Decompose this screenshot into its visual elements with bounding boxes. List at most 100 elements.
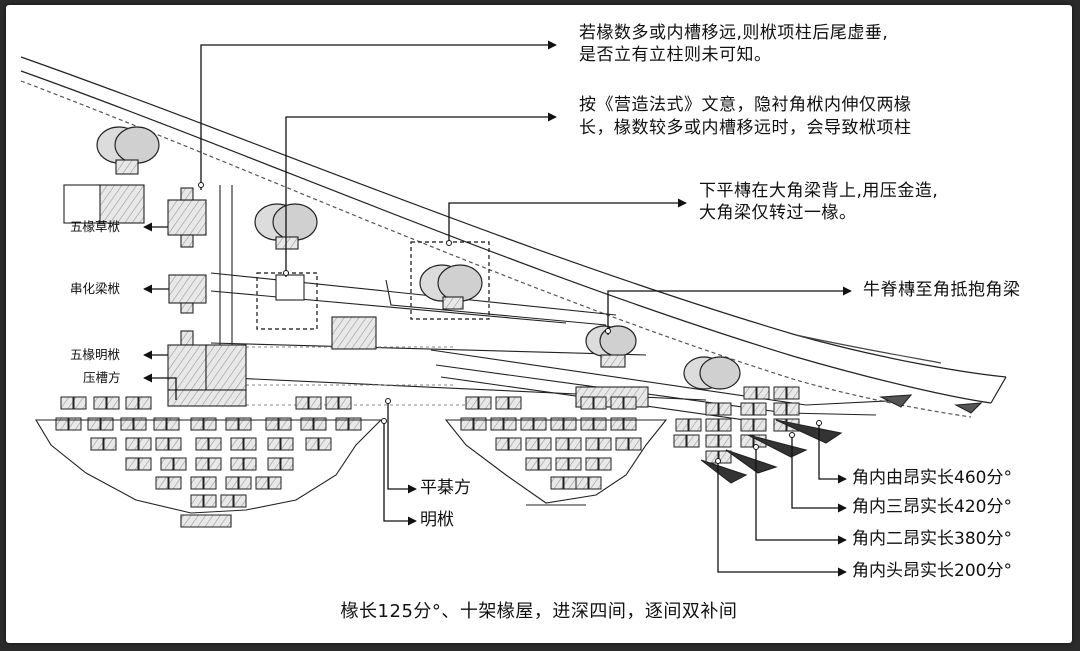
note-tail-line1: 若椽数多或内槽移远,则栿项柱后尾虚垂,: [579, 23, 889, 43]
bracket-block: [68, 417, 82, 431]
bracket-block: [138, 396, 152, 410]
bracket-block: [525, 437, 539, 451]
bracket-block: [585, 437, 599, 451]
bracket-block: [278, 417, 292, 431]
bracket-block: [610, 417, 624, 431]
bracket-block: [280, 457, 294, 471]
bracket-block: [563, 476, 577, 490]
bracket-block: [155, 437, 169, 451]
bracket-block: [305, 437, 319, 451]
bracket-block: [525, 457, 539, 471]
label-wuchuan-cao: 五椽草栿: [70, 219, 121, 234]
bracket-block: [718, 402, 732, 416]
bracket-block: [73, 396, 87, 410]
bracket-block: [87, 417, 101, 431]
bracket-block: [125, 437, 139, 451]
bracket-block: [756, 386, 770, 400]
leader-tou: [717, 463, 847, 577]
bracket-block: [580, 396, 594, 410]
leader-tail: [200, 40, 557, 190]
bracket-block: [550, 476, 564, 490]
note-fashi-line1: 按《营造法式》文意，隐衬角栿内伸仅两椽: [579, 95, 912, 115]
bracket-block: [325, 396, 339, 410]
label-ang-you: 角内由昂实长460分°: [852, 468, 1012, 488]
bracket-block: [473, 417, 487, 431]
bracket-block: [580, 417, 594, 431]
bracket-block: [125, 457, 139, 471]
bracket-block: [318, 437, 332, 451]
bracket-block: [238, 476, 252, 490]
bracket-block: [300, 417, 314, 431]
bracket-block: [125, 396, 139, 410]
note-fashi-line2: 长，椽数较多或内槽移远时，会导致栿项柱: [579, 118, 912, 138]
bracket-block: [153, 417, 167, 431]
bracket-block: [220, 494, 234, 508]
bracket-block: [195, 437, 209, 451]
bracket-block: [743, 386, 757, 400]
leader-san: [791, 437, 847, 513]
bracket-block: [60, 396, 74, 410]
bracket-block: [623, 396, 637, 410]
bracket-block: [786, 386, 800, 400]
diagram-caption: 椽长125分°、十架椽屋，进深四间，逐间双补间: [340, 601, 738, 622]
bracket-outlines: [35, 394, 983, 528]
bracket-block: [295, 396, 309, 410]
note-lower-line1: 下平槫在大角梁背上,用压金造,: [699, 181, 939, 201]
note-tail-line2: 是否立有立柱则未可知。: [579, 45, 772, 65]
leader-yacao: [143, 373, 177, 400]
bracket-block: [106, 396, 120, 410]
bracket-block: [753, 418, 767, 432]
bracket-block: [55, 417, 69, 431]
bracket-block: [173, 457, 187, 471]
bracket-block: [718, 418, 732, 432]
bracket-block: [773, 402, 787, 416]
bracket-block: [233, 494, 247, 508]
note-ridge: 牛脊槫至角抵抱角梁: [863, 280, 1021, 300]
leader-ridge: [607, 286, 852, 335]
bracket-block: [753, 402, 767, 416]
note-lower-line2: 大角梁仅转过一椽。: [699, 203, 857, 223]
bracket-block: [503, 417, 517, 431]
bracket-block: [465, 396, 479, 410]
bracket-block: [705, 434, 719, 448]
bracket-block: [538, 437, 552, 451]
bracket-block: [740, 434, 754, 448]
bracket-block: [615, 437, 629, 451]
label-wuchuan-ming: 五椽明栿: [70, 347, 121, 362]
bracket-block: [203, 476, 217, 490]
label-yacao: 压槽方: [83, 370, 121, 385]
diagram-frame: 若椽数多或内槽移远,则栿项柱后尾虚垂, 是否立有立柱则未可知。 按《营造法式》文…: [6, 5, 1072, 643]
bracket-block: [610, 396, 624, 410]
leader-lines: [143, 40, 852, 577]
bracket-block: [495, 396, 509, 410]
bracket-block: [490, 417, 504, 431]
bracket-block: [168, 476, 182, 490]
bracket-block: [195, 457, 209, 471]
label-ang-er: 角内二昂实长380分°: [852, 529, 1012, 549]
bracket-block: [160, 457, 174, 471]
bracket-sets: [55, 386, 800, 508]
bracket-block: [230, 437, 244, 451]
bracket-block: [267, 457, 281, 471]
bracket-block: [786, 402, 800, 416]
bracket-block: [338, 396, 352, 410]
bracket-block: [598, 437, 612, 451]
bracket-block: [267, 437, 281, 451]
leader-you: [818, 425, 847, 484]
bracket-block: [555, 457, 569, 471]
bracket-block: [313, 417, 327, 431]
label-pingqi: 平棊方: [420, 478, 471, 498]
bracket-block: [208, 457, 222, 471]
bracket-block: [133, 417, 147, 431]
bracket-block: [90, 437, 104, 451]
bracket-block: [585, 457, 599, 471]
bracket-block: [718, 450, 732, 464]
bracket-block: [155, 476, 169, 490]
bracket-block: [686, 434, 700, 448]
bracket-block: [168, 437, 182, 451]
bracket-block: [225, 476, 239, 490]
bracket-block: [568, 457, 582, 471]
leader-mingfu: [383, 423, 417, 526]
bracket-block: [628, 437, 642, 451]
bracket-block: [623, 417, 637, 431]
